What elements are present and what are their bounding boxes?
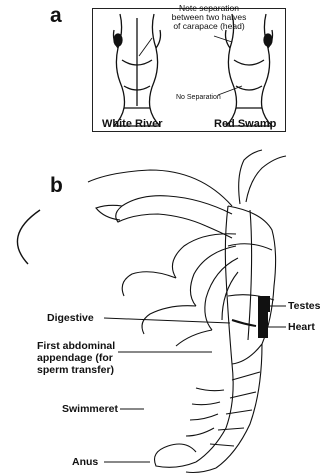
testes-label: Testes — [288, 300, 321, 312]
crayfish-body — [88, 150, 286, 473]
testes-organ — [258, 296, 270, 312]
heart-organ — [258, 312, 268, 338]
digestive-organ — [232, 320, 256, 326]
note-separation-text: Note separation between two halves of ca… — [154, 4, 264, 31]
white-river-label: White River — [102, 118, 163, 130]
swimmeret-label: Swimmeret — [62, 403, 118, 415]
panel-b-letter: b — [50, 174, 63, 198]
anus-label: Anus — [72, 456, 98, 468]
red-swamp-label: Red Swamp — [214, 118, 276, 130]
no-separation-text: No Separation — [176, 92, 221, 104]
digestive-label: Digestive — [47, 312, 94, 324]
first-abdominal-label: First abdominal appendage (for sperm tra… — [37, 340, 115, 376]
heart-label: Heart — [288, 321, 315, 333]
side-arc — [17, 210, 40, 264]
